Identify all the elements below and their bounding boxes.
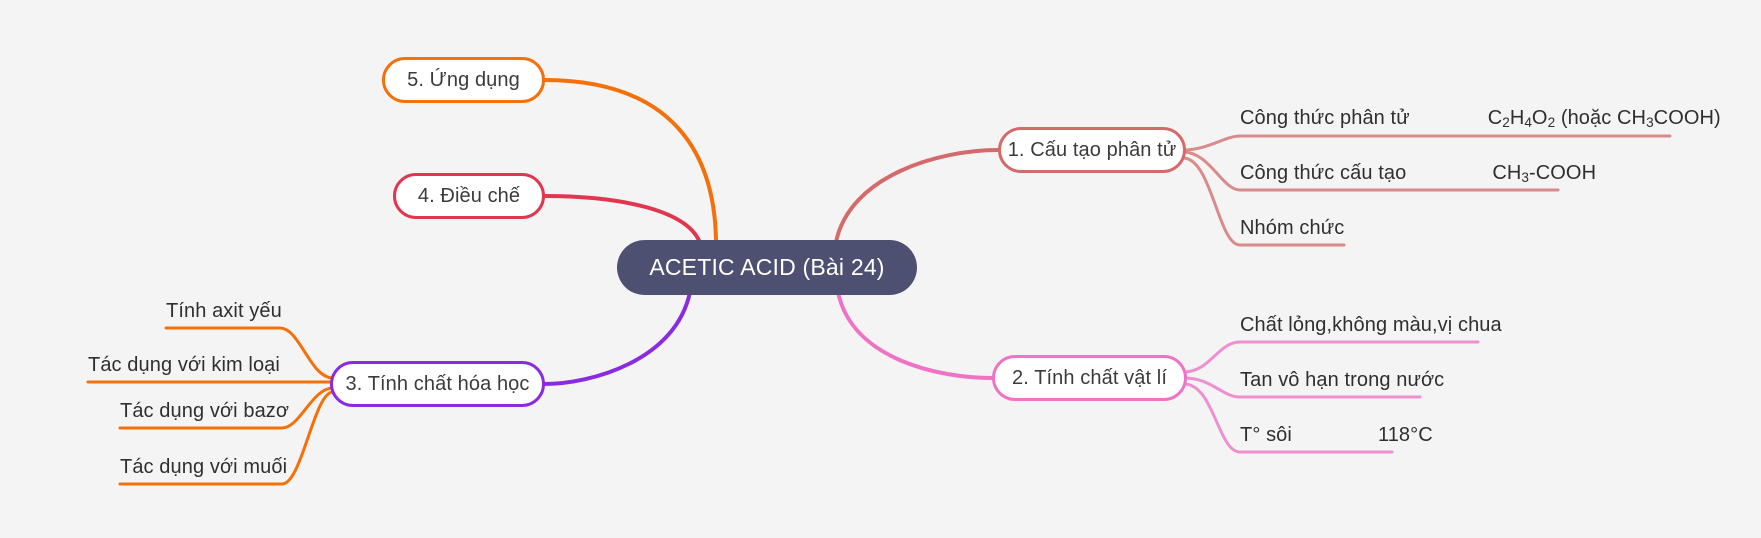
leaf-key-cong-thuc-phan-tu: Công thức phân tử [1240,106,1410,129]
leaf-tinh-axit-yeu[interactable]: Tính axit yếu [166,296,282,326]
leaf-key-muoi: Tác dụng với muối [120,455,288,478]
branch-node-ung-dung[interactable]: 5. Ứng dụng [382,57,545,103]
leaf-cong-thuc-cau-tao[interactable]: Công thức cấu tạo CH3-COOH [1240,158,1596,188]
leaf-key-chat-long: Chất lỏng,không màu,vị chua [1240,313,1502,336]
branch-label-cau-tao-phan-tu: 1. Cấu tạo phân tử [1007,138,1177,161]
leaf-line-cong-thuc-phan-tu [1181,134,1672,152]
leaf-tan-vo-han[interactable]: Tan vô hạn trong nước [1240,365,1444,395]
connector-center-to-hoa-hoc [542,290,692,386]
leaf-key-to-soi: T° sôi [1240,423,1292,446]
leaf-key-kim-loai: Tác dụng với kim loại [88,353,280,376]
connector-center-to-ung-dung [542,78,718,242]
leaf-bazo[interactable]: Tác dụng với bazơ [120,396,289,426]
leaf-kim-loai[interactable]: Tác dụng với kim loại [88,350,280,380]
connector-center-to-vat-li [836,290,994,380]
center-node[interactable]: ACETIC ACID (Bài 24) [617,240,917,295]
leaf-key-tinh-axit-yeu: Tính axit yếu [166,299,282,322]
branch-label-tinh-chat-hoa-hoc: 3. Tính chất hóa học [345,372,530,395]
branch-node-tinh-chat-vat-li[interactable]: 2. Tính chất vật lí [992,355,1187,401]
leaf-muoi[interactable]: Tác dụng với muối [120,452,287,482]
leaf-value-to-soi: 118°C [1377,423,1433,446]
branch-node-dieu-che[interactable]: 4. Điều chế [393,173,545,219]
branch-label-tinh-chat-vat-li: 2. Tính chất vật lí [1012,366,1167,389]
leaf-key-nhom-chuc: Nhóm chức [1240,216,1345,239]
branch-label-dieu-che: 4. Điều chế [417,184,521,207]
branch-label-ung-dung: 5. Ứng dụng [407,68,520,91]
leaf-value-cong-thuc-cau-tao: CH3-COOH [1492,161,1597,185]
connector-center-to-cau-tao [834,148,1000,244]
center-node-label: ACETIC ACID (Bài 24) [649,254,885,280]
leaf-value-cong-thuc-phan-tu: C2H4O2 (hoặc CH3COOH) [1487,106,1721,130]
leaf-key-cong-thuc-cau-tao: Công thức cấu tạo [1240,161,1407,184]
leaf-nhom-chuc[interactable]: Nhóm chức [1240,213,1344,243]
branch-node-tinh-chat-hoa-hoc[interactable]: 3. Tính chất hóa học [330,361,545,407]
leaf-key-bazo: Tác dụng với bazơ [120,399,290,422]
branch-node-cau-tao-phan-tu[interactable]: 1. Cấu tạo phân tử [998,127,1186,173]
leaf-cong-thuc-phan-tu[interactable]: Công thức phân tử C2H4O2 (hoặc CH3COOH) [1240,103,1721,133]
leaf-to-soi[interactable]: T° sôi 118°C [1240,420,1433,450]
leaf-key-tan-vo-han: Tan vô hạn trong nước [1240,368,1445,391]
connector-center-to-dieu-che [542,194,702,245]
leaf-chat-long[interactable]: Chất lỏng,không màu,vị chua [1240,310,1502,340]
